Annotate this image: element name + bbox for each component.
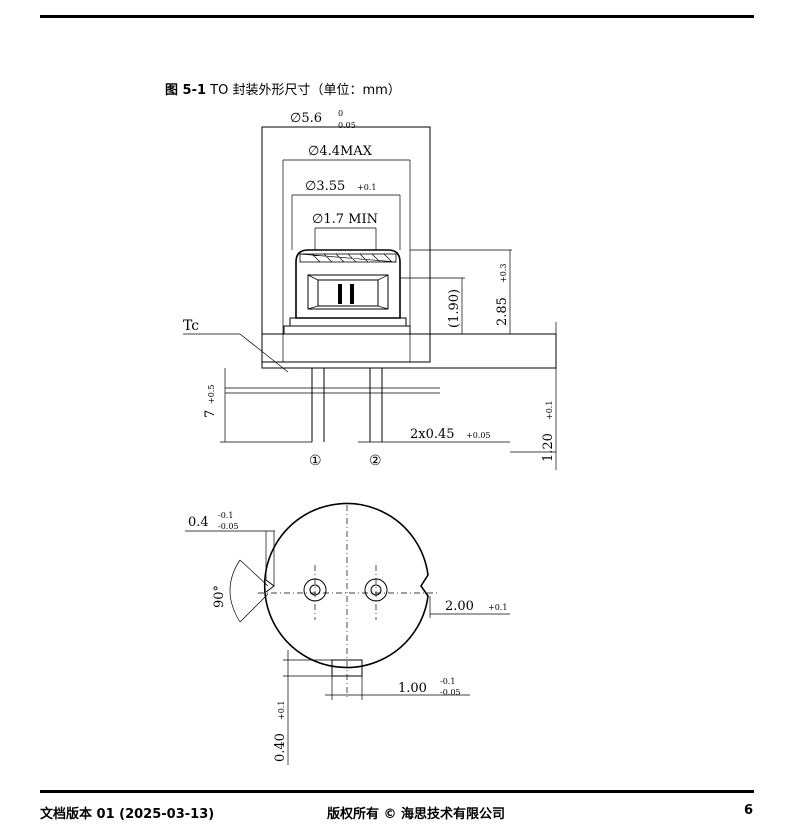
dim-flange: 1.20 xyxy=(541,433,556,462)
dim-pin-tol: +0.05 xyxy=(466,431,491,440)
dim-lead-length-tol: +0.5 xyxy=(207,385,216,404)
dim-window-diameter: ∅3.55 xyxy=(305,179,345,194)
dim-pitch-tol: +0.1 xyxy=(488,603,507,612)
dim-key-width: 1.00 xyxy=(398,681,427,696)
dim-height-total: 2.85 xyxy=(495,297,510,326)
pin-1-label: ① xyxy=(309,453,322,469)
base-circle xyxy=(263,502,429,669)
figure-caption: 图 5-1 TO 封装外形尺寸（单位：mm） xyxy=(165,79,401,98)
dim-flange-tol: +0.1 xyxy=(545,401,554,420)
dim-outer-diameter: ∅5.6 xyxy=(290,111,322,126)
dim-notch: 0.4 xyxy=(188,515,209,530)
dim-notch-tol-lower: -0.05 xyxy=(218,522,239,531)
figure-number: 图 5-1 xyxy=(165,83,207,98)
dim-outer-tol-upper: 0 xyxy=(338,109,343,118)
dim-notch-tol-upper: -0.1 xyxy=(218,511,233,520)
footer-page-number: 6 xyxy=(744,803,754,818)
pin-hole-1 xyxy=(303,578,327,602)
dim-height-chip: (1.90) xyxy=(447,289,462,328)
dim-pitch: 2.00 xyxy=(445,599,474,614)
cap-body xyxy=(295,249,401,319)
header-rule xyxy=(40,15,754,18)
dim-outer-tol-lower: 0.05 xyxy=(338,121,356,130)
dim-lead-length: 7 xyxy=(203,410,218,418)
footer-copyright: 版权所有 © 海思技术有限公司 xyxy=(327,807,506,822)
dim-pin: 2x0.45 xyxy=(410,427,455,442)
pin-2-label: ② xyxy=(369,453,382,469)
footer-version: 文档版本 01 (2025-03-13) xyxy=(40,807,215,822)
dim-aperture: ∅1.7 MIN xyxy=(312,212,378,227)
outer-outline xyxy=(261,126,431,363)
dim-height-total-tol: +0.3 xyxy=(499,264,508,283)
dim-key-depth-tol: +0.1 xyxy=(277,701,286,720)
footer-rule xyxy=(40,790,754,793)
dim-key-tol-lower: -0.05 xyxy=(440,688,461,697)
dim-window-tol: +0.1 xyxy=(357,183,376,192)
dim-angle: 90° xyxy=(212,585,227,608)
label-tc: Tc xyxy=(183,318,199,334)
figure-caption-text: TO 封装外形尺寸（单位：mm） xyxy=(210,83,401,98)
dim-cap-diameter: ∅4.4MAX xyxy=(308,144,373,159)
dim-key-tol-upper: -0.1 xyxy=(440,677,455,686)
pin-hole-2 xyxy=(364,578,388,602)
dim-key-depth: 0.40 xyxy=(273,733,288,762)
